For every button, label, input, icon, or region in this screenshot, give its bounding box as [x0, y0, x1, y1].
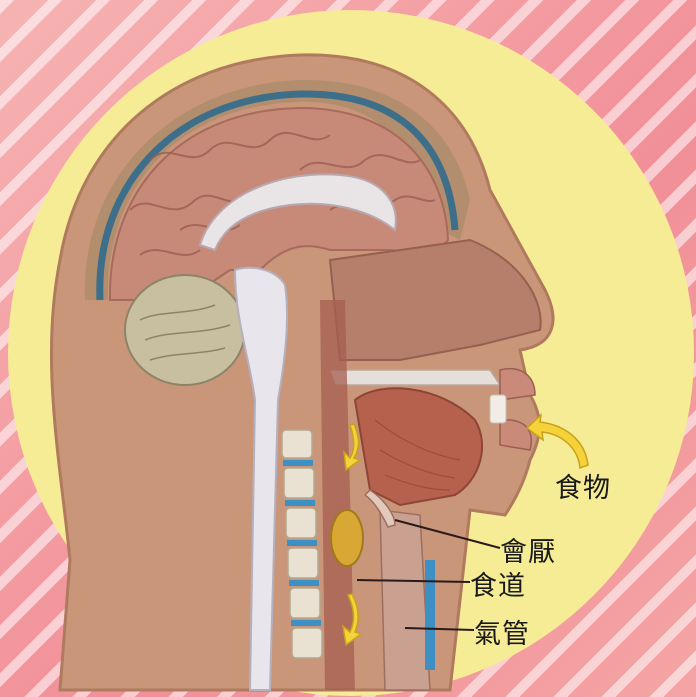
- label-food: 食物: [555, 466, 611, 505]
- label-trachea: 氣管: [474, 612, 530, 651]
- cerebellum: [125, 275, 245, 385]
- palate: [330, 370, 500, 385]
- trachea-cartilage: [425, 560, 435, 670]
- teeth: [490, 395, 506, 423]
- food-bolus: [331, 510, 363, 566]
- label-esophagus: 食道: [470, 564, 526, 603]
